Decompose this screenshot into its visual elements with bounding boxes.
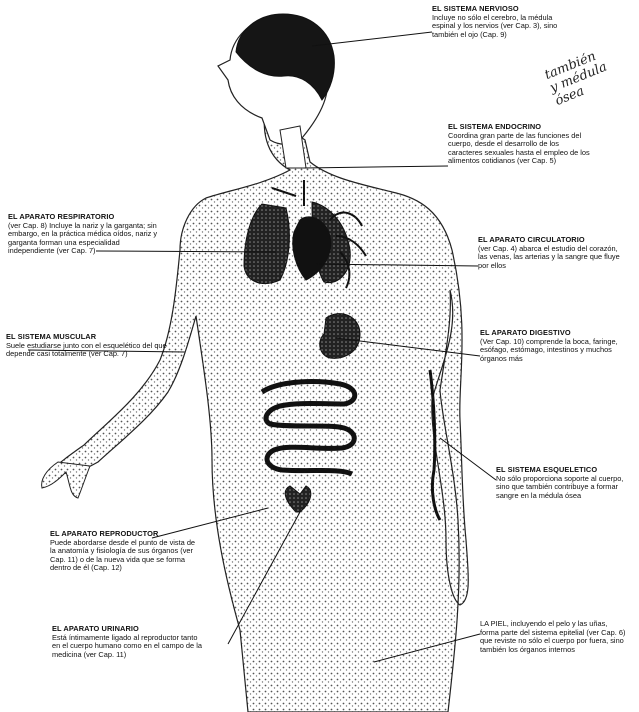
label-body: Está íntimamente ligado al reproductor t… bbox=[52, 634, 202, 660]
label-aparato-circulatorio: EL APARATO CIRCULATORIO (ver Cap. 4) aba… bbox=[478, 236, 628, 270]
label-aparato-urinario: EL APARATO URINARIO Está íntimamente lig… bbox=[52, 625, 202, 659]
label-body: No sólo proporciona soporte al cuerpo, s… bbox=[496, 475, 636, 501]
body-silhouette bbox=[42, 14, 469, 712]
left-hand bbox=[42, 462, 90, 498]
label-body: (ver Cap. 8) Incluye la nariz y la garga… bbox=[8, 222, 166, 256]
label-sistema-nervioso: EL SISTEMA NERVIOSO Incluye no sólo el c… bbox=[432, 5, 570, 39]
label-aparato-reproductor: EL APARATO REPRODUCTOR Puede abordarse d… bbox=[50, 530, 202, 573]
label-body: Coordina gran parte de las funciones del… bbox=[448, 132, 590, 166]
label-body: LA PIEL, incluyendo el pelo y las uñas, … bbox=[480, 620, 626, 654]
label-body: (ver Cap. 4) abarca el estudio del coraz… bbox=[478, 245, 628, 271]
label-body: Incluye no sólo el cerebro, la médula es… bbox=[432, 14, 570, 40]
leader-endocrino bbox=[304, 166, 448, 168]
label-sistema-muscular: EL SISTEMA MUSCULAR Suele estudiarse jun… bbox=[6, 333, 174, 359]
label-body: Suele estudiarse junto con el esquelétic… bbox=[6, 342, 174, 359]
label-piel: LA PIEL, incluyendo el pelo y las uñas, … bbox=[480, 620, 626, 654]
label-sistema-esqueletico: EL SISTEMA ESQUELETICO No sólo proporcio… bbox=[496, 466, 636, 500]
label-aparato-respiratorio: EL APARATO RESPIRATORIO (ver Cap. 8) Inc… bbox=[8, 213, 166, 256]
torso-outline bbox=[52, 112, 468, 712]
label-aparato-digestivo: EL APARATO DIGESTIVO (Ver Cap. 10) compr… bbox=[480, 329, 630, 363]
label-sistema-endocrino: EL SISTEMA ENDOCRINO Coordina gran parte… bbox=[448, 123, 590, 166]
leader-nervioso bbox=[312, 32, 432, 46]
label-body: (Ver Cap. 10) comprende la boca, faringe… bbox=[480, 338, 630, 364]
label-body: Puede abordarse desde el punto de vista … bbox=[50, 539, 202, 573]
